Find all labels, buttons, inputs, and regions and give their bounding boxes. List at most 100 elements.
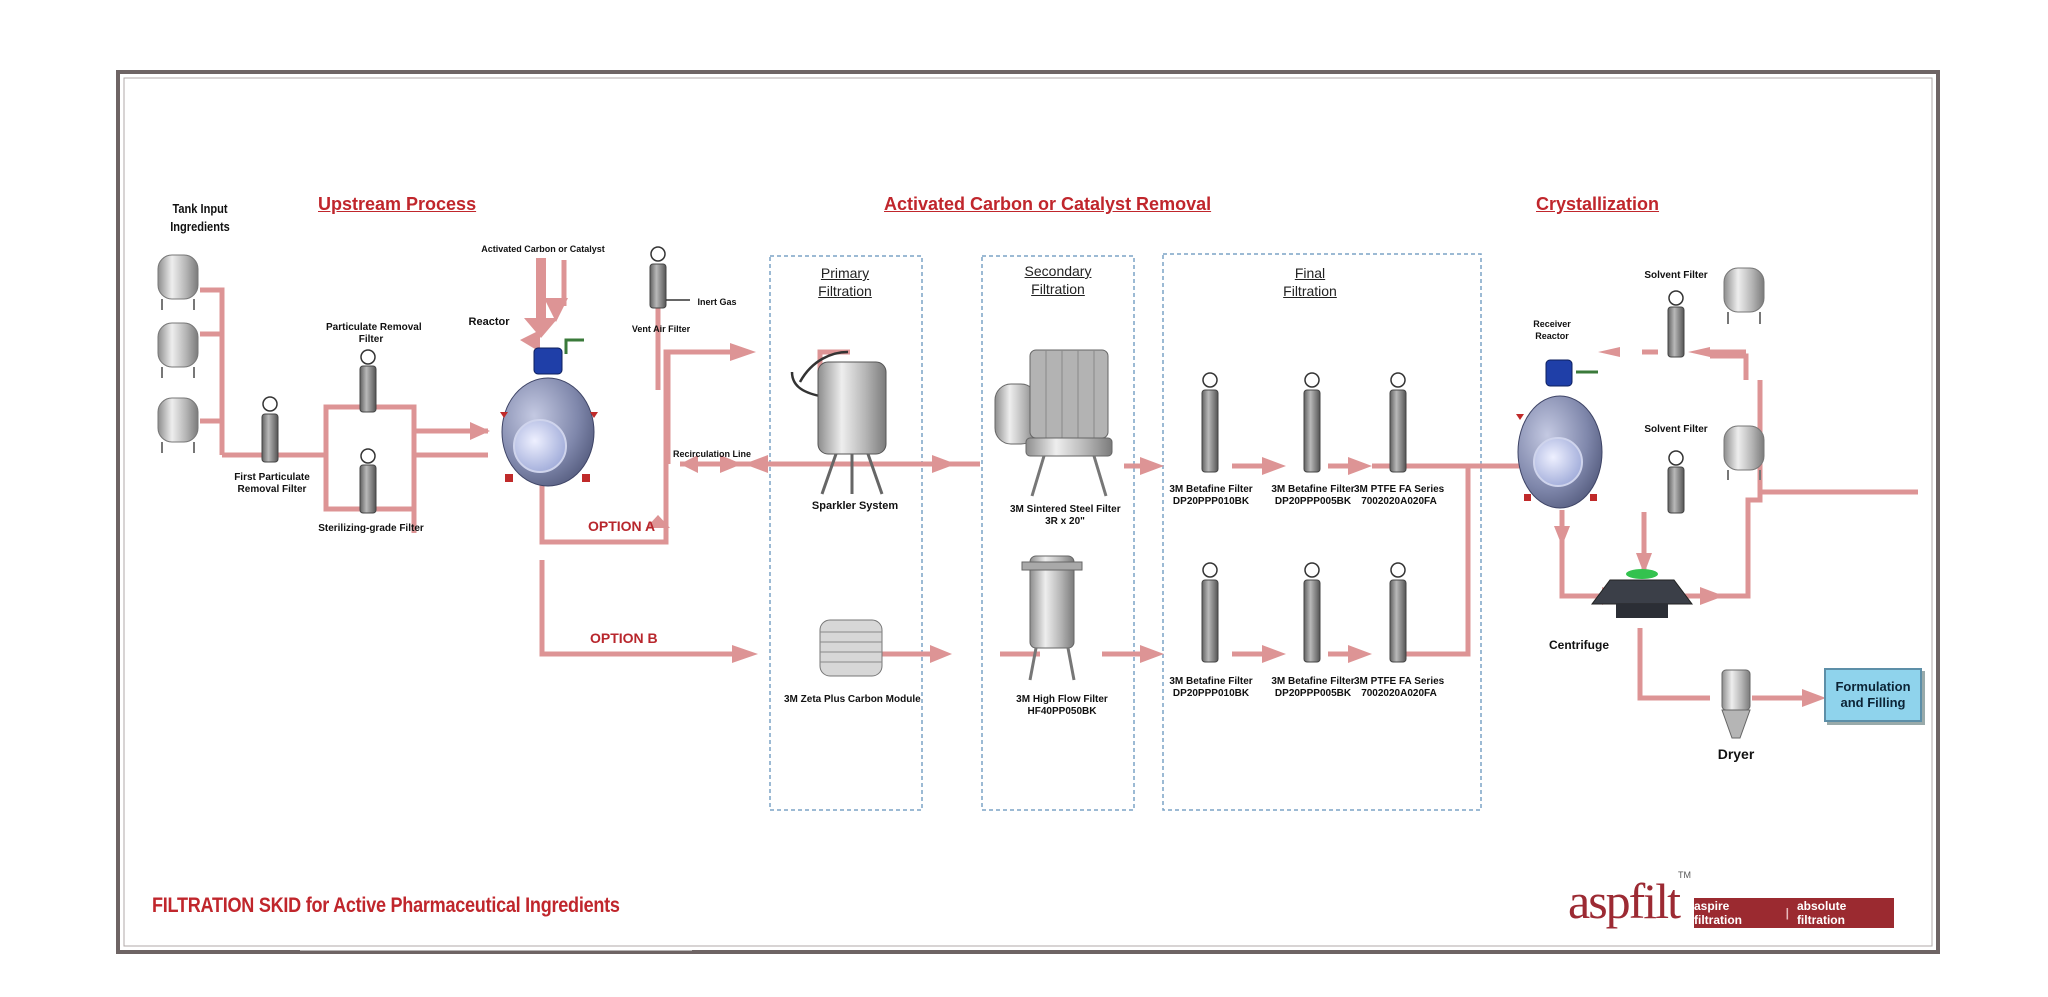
ptfe-top-line-1: 3M PTFE FA Series	[1354, 484, 1445, 495]
particulate-removal-line-1: Particulate Removal	[326, 322, 422, 333]
primary-filtration-box	[769, 255, 923, 811]
aspfilt-logo-wordmark: aspfilt	[1568, 873, 1681, 929]
tagline-left: aspire filtration	[1694, 899, 1742, 927]
dryer	[1721, 669, 1751, 739]
betafine-005-top-line-1: 3M Betafine Filter	[1271, 484, 1355, 495]
particulate-removal-line-2: Filter	[358, 334, 384, 345]
zeta-plus-label: 3M Zeta Plus Carbon Module	[784, 694, 921, 705]
sintered-label: 3M Sintered Steel Filter 3R x 20"	[1010, 504, 1121, 528]
betafine-005-bot-line-2: DP20PPP005BK	[1274, 688, 1352, 699]
secondary-filtration-box	[981, 255, 1135, 811]
betafine-005-top-line-2: DP20PPP005BK	[1274, 496, 1352, 507]
sparkler-system	[790, 350, 887, 495]
vent-air-filter	[649, 246, 690, 309]
solvent-filter-top-label: Solvent Filter	[1644, 270, 1708, 281]
final-filter-top-2	[1303, 372, 1321, 473]
solvent-tank-top	[1723, 267, 1765, 324]
final-filter-top-3	[1389, 372, 1407, 473]
final-filtration-heading: Final Filtration	[1270, 264, 1350, 300]
high-flow-line-2: HF40PP050BK	[1027, 706, 1097, 717]
option-b-label: OPTION B	[590, 630, 658, 646]
first-particulate-label: First Particulate Removal Filter	[232, 472, 312, 496]
centrifuge	[1591, 569, 1693, 618]
upstream-process-heading: Upstream Process	[318, 194, 477, 214]
input-tank-2	[157, 322, 199, 378]
betafine-005-top-label: 3M Betafine Filter DP20PPP005BK	[1268, 484, 1358, 508]
primary-line-1: Primary	[820, 265, 870, 281]
sintered-steel-filter	[994, 349, 1113, 497]
crystallization-heading: Crystallization	[1536, 194, 1660, 214]
reactor-vessel	[500, 338, 598, 487]
betafine-005-bot-line-1: 3M Betafine Filter	[1271, 676, 1355, 687]
inert-gas-label: Inert Gas	[697, 297, 737, 307]
betafine-010-top-line-2: DP20PPP010BK	[1172, 496, 1250, 507]
receiver-line-1: Receiver	[1533, 319, 1571, 329]
solvent-filter-top	[1667, 290, 1685, 358]
sintered-line-2: 3R x 20"	[1045, 516, 1085, 527]
centrifuge-label: Centrifuge	[1549, 638, 1609, 652]
ptfe-bot-line-2: 7002020A020FA	[1361, 688, 1437, 699]
final-filter-bottom-3	[1389, 562, 1407, 663]
solvent-tank-bottom	[1723, 425, 1765, 480]
diagram-title: FILTRATION SKID for Active Pharmaceutica…	[152, 894, 620, 917]
secondary-filtration-heading: Secondary Filtration	[1018, 262, 1098, 298]
recirculation-pipe	[665, 349, 742, 464]
final-filter-top-1	[1201, 372, 1219, 473]
solvent-filter-bottom	[1667, 450, 1685, 514]
final-filtration-box	[1162, 253, 1482, 811]
particulate-removal-label: Particulate Removal Filter	[326, 322, 422, 346]
betafine-010-bot-label: 3M Betafine Filter DP20PPP010BK	[1166, 676, 1256, 700]
first-particulate-line-2: Removal Filter	[237, 484, 307, 495]
logo-tagline-bar: aspire filtration | absolute filtration	[1694, 898, 1894, 928]
recirculation-arrow	[680, 455, 698, 473]
activated-carbon-label: Activated Carbon or Catalyst	[481, 244, 605, 254]
sparkler-label: Sparkler System	[811, 500, 899, 512]
final-line-1: Final	[1294, 265, 1326, 281]
formulation-line-1: Formulation	[1835, 679, 1911, 694]
final-filter-bottom-1	[1201, 562, 1219, 663]
betafine-005-bot-label: 3M Betafine Filter DP20PPP005BK	[1268, 676, 1358, 700]
reactor-label: Reactor	[468, 316, 510, 328]
receiver-reactor-label: Receiver Reactor	[1522, 318, 1582, 342]
tagline-right: absolute filtration	[1796, 899, 1847, 927]
first-particulate-filter	[261, 396, 279, 463]
zeta-plus-module	[819, 619, 883, 677]
ptfe-bot-label: 3M PTFE FA Series 7002020A020FA	[1354, 676, 1444, 700]
outer-frame	[116, 70, 1940, 954]
option-a-label: OPTION A	[588, 518, 656, 534]
input-tank-3	[157, 397, 199, 453]
sterilizing-grade-filter	[359, 448, 377, 514]
receiver-reactor	[1516, 359, 1603, 509]
high-flow-label: 3M High Flow Filter HF40PP050BK	[1012, 694, 1112, 718]
carbon-removal-heading: Activated Carbon or Catalyst Removal	[884, 194, 1212, 214]
tank-input-line-2: Ingredients	[170, 219, 230, 234]
tagline-separator: |	[1785, 906, 1789, 920]
inner-frame	[123, 77, 1933, 947]
particulate-removal-filter	[359, 349, 377, 413]
formulation-and-filling-box: Formulation and Filling	[1824, 668, 1922, 722]
flow-arrows	[470, 298, 1826, 707]
first-particulate-line-1: First Particulate	[234, 472, 310, 483]
ptfe-bot-line-1: 3M PTFE FA Series	[1354, 676, 1445, 687]
ptfe-top-label: 3M PTFE FA Series 7002020A020FA	[1354, 484, 1444, 508]
sterilizing-label: Sterilizing-grade Filter	[318, 523, 424, 534]
final-filter-bottom-2	[1303, 562, 1321, 663]
dryer-label: Dryer	[1717, 746, 1755, 762]
tank-input-line-1: Tank Input	[172, 201, 228, 216]
final-line-2: Filtration	[1283, 283, 1337, 299]
logo-trademark: TM	[1678, 870, 1691, 880]
high-flow-line-1: 3M High Flow Filter	[1016, 694, 1108, 705]
secondary-line-1: Secondary	[1024, 263, 1092, 279]
secondary-line-2: Filtration	[1031, 281, 1085, 297]
tank-input-label: Tank Input Ingredients	[166, 200, 234, 236]
high-flow-filter	[1021, 555, 1083, 681]
vent-air-label: Vent Air Filter	[631, 324, 691, 334]
primary-filtration-heading: Primary Filtration	[810, 264, 880, 300]
ptfe-top-line-2: 7002020A020FA	[1361, 496, 1437, 507]
betafine-010-top-line-1: 3M Betafine Filter	[1169, 484, 1253, 495]
formulation-line-2: and Filling	[1840, 695, 1906, 710]
carbon-inlet-arrow	[524, 318, 558, 338]
recirculation-label: Recirculation Line	[672, 449, 752, 459]
solvent-filter-bottom-label: Solvent Filter	[1644, 424, 1708, 435]
